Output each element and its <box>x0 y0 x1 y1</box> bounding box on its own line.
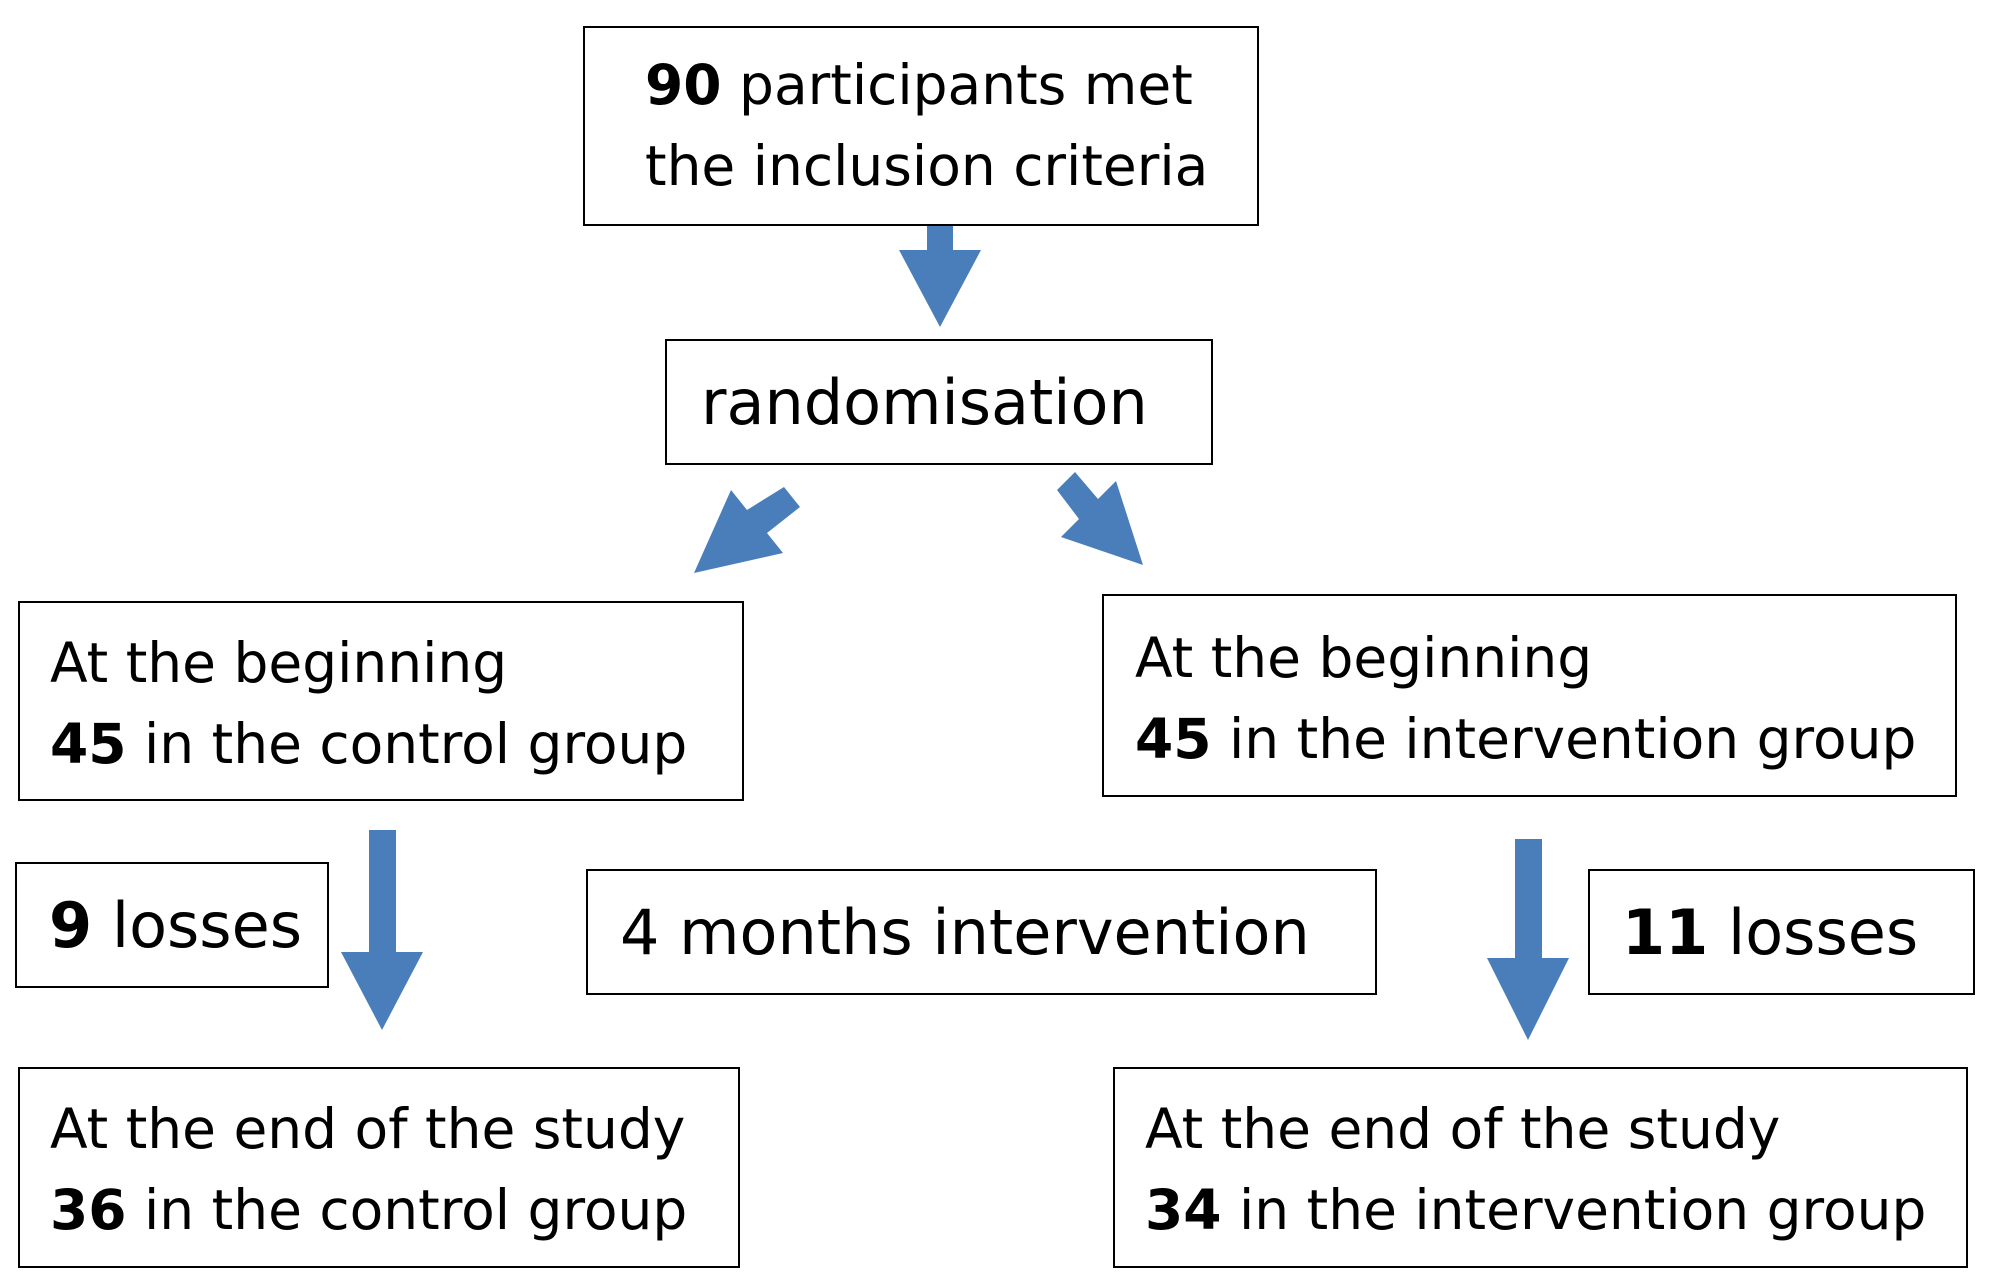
arrow-randomisation-to-control <box>694 487 800 573</box>
intervention-losses-text: 11 losses <box>1622 892 1918 973</box>
control-start-line-2: 45 in the control group <box>50 704 742 785</box>
control-end-line-2: 36 in the control group <box>50 1170 738 1251</box>
arrow-eligible-to-randomisation <box>899 226 981 327</box>
intervention-start-line-2-text: in the intervention group <box>1211 707 1917 771</box>
intervention-end-line-1: At the end of the study <box>1145 1097 1781 1161</box>
intervention-end-line-2: 34 in the intervention group <box>1145 1170 1966 1251</box>
control-start-count: 45 <box>50 712 127 776</box>
arrow-intervention-start-to-end <box>1487 839 1569 1040</box>
eligible-participants-box: 90 participants met the inclusion criter… <box>583 26 1259 226</box>
control-end-line-2-text: in the control group <box>126 1178 688 1242</box>
intervention-start-box: At the beginning 45 in the intervention … <box>1102 594 1957 797</box>
intervention-period-label: 4 months intervention <box>620 895 1310 969</box>
intervention-period-box: 4 months intervention <box>586 869 1377 995</box>
control-start-box: At the beginning 45 in the control group <box>18 601 744 801</box>
intervention-losses-box: 11 losses <box>1588 869 1975 995</box>
randomisation-label: randomisation <box>701 365 1148 439</box>
intervention-start-line-2: 45 in the intervention group <box>1135 699 1955 780</box>
intervention-end-box: At the end of the study 34 in the interv… <box>1113 1067 1968 1268</box>
intervention-end-line-2-text: in the intervention group <box>1221 1178 1927 1242</box>
control-losses-label: losses <box>92 888 303 962</box>
control-losses-box: 9 losses <box>15 862 329 988</box>
randomisation-box: randomisation <box>665 339 1213 465</box>
control-end-count: 36 <box>50 1178 127 1242</box>
intervention-end-count: 34 <box>1145 1178 1222 1242</box>
arrow-control-start-to-end <box>341 830 423 1030</box>
eligible-line-2: the inclusion criteria <box>645 134 1209 198</box>
eligible-count: 90 <box>645 53 722 117</box>
control-losses-text: 9 losses <box>49 885 302 966</box>
arrow-randomisation-to-intervention <box>1057 472 1143 565</box>
control-losses-count: 9 <box>49 888 93 962</box>
eligible-line-1-text: participants met <box>721 53 1193 117</box>
eligible-line-1: 90 participants met <box>645 45 1257 126</box>
control-start-line-1: At the beginning <box>50 631 508 695</box>
control-end-box: At the end of the study 36 in the contro… <box>18 1067 740 1268</box>
intervention-start-count: 45 <box>1135 707 1212 771</box>
intervention-losses-count: 11 <box>1622 895 1709 969</box>
control-end-line-1: At the end of the study <box>50 1097 686 1161</box>
intervention-losses-label: losses <box>1708 895 1919 969</box>
intervention-start-line-1: At the beginning <box>1135 626 1593 690</box>
control-start-line-2-text: in the control group <box>126 712 688 776</box>
